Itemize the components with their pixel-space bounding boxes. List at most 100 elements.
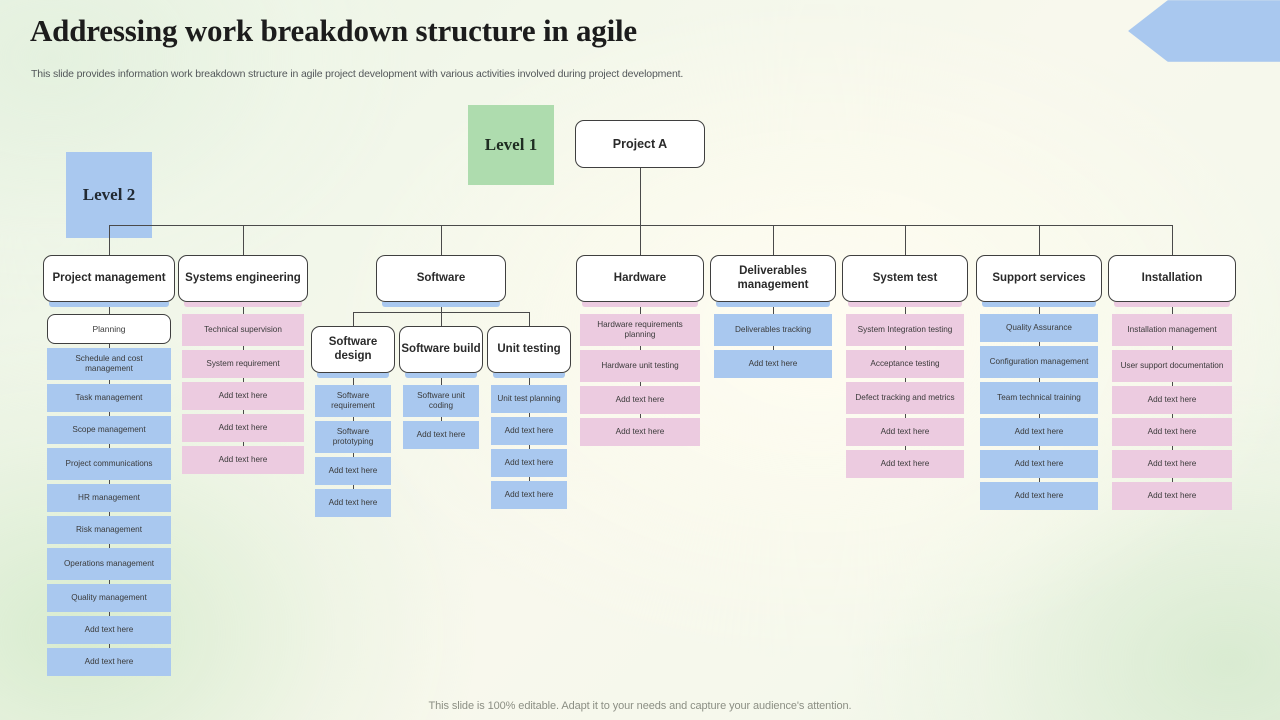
item-systems-engineering-3[interactable]: Add text here bbox=[182, 414, 304, 442]
connector-project-management-stitch-2 bbox=[109, 377, 110, 384]
connector-software-design-stitch-3 bbox=[353, 482, 354, 489]
connector-root-drop bbox=[640, 168, 641, 225]
item-hardware-2[interactable]: Add text here bbox=[580, 386, 700, 414]
connector-software-drop bbox=[441, 307, 442, 312]
item-project-management-0[interactable]: Planning bbox=[47, 314, 171, 344]
connector-project-management-stitch-1 bbox=[109, 341, 110, 348]
node-shadow-systems-engineering bbox=[184, 302, 302, 307]
connector-software-design-head bbox=[353, 378, 354, 385]
item-project-management-8[interactable]: Quality management bbox=[47, 584, 171, 612]
connector-project-management-stitch-7 bbox=[109, 541, 110, 548]
node-support-services[interactable]: Support services bbox=[976, 255, 1102, 302]
item-system-test-1[interactable]: Acceptance testing bbox=[846, 350, 964, 378]
connector-system-test-stitch-1 bbox=[905, 343, 906, 350]
connector-support-services-head bbox=[1039, 307, 1040, 314]
connector-project-management-stitch-10 bbox=[109, 641, 110, 648]
node-shadow-hardware bbox=[582, 302, 698, 307]
item-project-management-5[interactable]: HR management bbox=[47, 484, 171, 512]
item-software-design-1[interactable]: Software prototyping bbox=[315, 421, 391, 453]
node-software-group[interactable]: Software bbox=[376, 255, 506, 302]
connector-unit-testing-stitch-1 bbox=[529, 410, 530, 417]
item-project-management-4[interactable]: Project communications bbox=[47, 448, 171, 480]
item-installation-1[interactable]: User support documentation bbox=[1112, 350, 1232, 382]
item-support-services-0[interactable]: Quality Assurance bbox=[980, 314, 1098, 342]
node-software-design[interactable]: Software design bbox=[311, 326, 395, 373]
node-shadow-software-group bbox=[382, 302, 500, 307]
connector-software-kid-0 bbox=[353, 312, 354, 326]
item-software-build-1[interactable]: Add text here bbox=[403, 421, 479, 449]
item-software-design-2[interactable]: Add text here bbox=[315, 457, 391, 485]
item-unit-testing-3[interactable]: Add text here bbox=[491, 481, 567, 509]
node-deliverables-management[interactable]: Deliverables management bbox=[710, 255, 836, 302]
node-shadow-project-management bbox=[49, 302, 169, 307]
item-systems-engineering-1[interactable]: System requirement bbox=[182, 350, 304, 378]
item-software-build-0[interactable]: Software unit coding bbox=[403, 385, 479, 417]
item-support-services-5[interactable]: Add text here bbox=[980, 482, 1098, 510]
item-project-management-2[interactable]: Task management bbox=[47, 384, 171, 412]
item-system-test-3[interactable]: Add text here bbox=[846, 418, 964, 446]
connector-systems-engineering-head bbox=[243, 307, 244, 314]
connector-project-management-stitch-3 bbox=[109, 409, 110, 416]
item-deliverables-management-1[interactable]: Add text here bbox=[714, 350, 832, 378]
node-software-build[interactable]: Software build bbox=[399, 326, 483, 373]
item-hardware-3[interactable]: Add text here bbox=[580, 418, 700, 446]
item-support-services-3[interactable]: Add text here bbox=[980, 418, 1098, 446]
item-project-management-1[interactable]: Schedule and cost management bbox=[47, 348, 171, 380]
node-installation[interactable]: Installation bbox=[1108, 255, 1236, 302]
connector-system-test-stitch-4 bbox=[905, 443, 906, 450]
item-support-services-4[interactable]: Add text here bbox=[980, 450, 1098, 478]
connector-branch-drop-6 bbox=[1039, 225, 1040, 255]
item-support-services-2[interactable]: Team technical training bbox=[980, 382, 1098, 414]
item-installation-5[interactable]: Add text here bbox=[1112, 482, 1232, 510]
connector-systems-engineering-stitch-4 bbox=[243, 439, 244, 446]
item-deliverables-management-0[interactable]: Deliverables tracking bbox=[714, 314, 832, 346]
connector-software-build-head bbox=[441, 378, 442, 385]
connector-project-management-stitch-9 bbox=[109, 609, 110, 616]
item-hardware-0[interactable]: Hardware requirements planning bbox=[580, 314, 700, 346]
footer-note: This slide is 100% editable. Adapt it to… bbox=[428, 700, 852, 712]
item-systems-engineering-2[interactable]: Add text here bbox=[182, 382, 304, 410]
item-software-design-3[interactable]: Add text here bbox=[315, 489, 391, 517]
connector-systems-engineering-stitch-1 bbox=[243, 343, 244, 350]
connector-installation-stitch-2 bbox=[1172, 379, 1173, 386]
item-systems-engineering-4[interactable]: Add text here bbox=[182, 446, 304, 474]
item-system-test-0[interactable]: System Integration testing bbox=[846, 314, 964, 346]
connector-support-services-stitch-2 bbox=[1039, 375, 1040, 382]
node-unit-testing[interactable]: Unit testing bbox=[487, 326, 571, 373]
legend-level-1: Level 1 bbox=[468, 105, 554, 185]
connector-software-kid-2 bbox=[529, 312, 530, 326]
item-systems-engineering-0[interactable]: Technical supervision bbox=[182, 314, 304, 346]
item-project-management-10[interactable]: Add text here bbox=[47, 648, 171, 676]
connector-installation-head bbox=[1172, 307, 1173, 314]
connector-branch-drop-0 bbox=[109, 225, 110, 255]
connector-software-build-stitch-1 bbox=[441, 414, 442, 421]
item-support-services-1[interactable]: Configuration management bbox=[980, 346, 1098, 378]
item-installation-2[interactable]: Add text here bbox=[1112, 386, 1232, 414]
item-unit-testing-2[interactable]: Add text here bbox=[491, 449, 567, 477]
item-project-management-9[interactable]: Add text here bbox=[47, 616, 171, 644]
connector-project-management-stitch-8 bbox=[109, 577, 110, 584]
item-project-management-7[interactable]: Operations management bbox=[47, 548, 171, 580]
item-unit-testing-0[interactable]: Unit test planning bbox=[491, 385, 567, 413]
item-unit-testing-1[interactable]: Add text here bbox=[491, 417, 567, 445]
item-hardware-1[interactable]: Hardware unit testing bbox=[580, 350, 700, 382]
node-shadow-software-design bbox=[317, 373, 389, 378]
item-installation-3[interactable]: Add text here bbox=[1112, 418, 1232, 446]
connector-branch-drop-2 bbox=[441, 225, 442, 255]
item-software-design-0[interactable]: Software requirement bbox=[315, 385, 391, 417]
node-systems-engineering[interactable]: Systems engineering bbox=[178, 255, 308, 302]
connector-support-services-stitch-1 bbox=[1039, 339, 1040, 346]
item-system-test-2[interactable]: Defect tracking and metrics bbox=[846, 382, 964, 414]
item-installation-0[interactable]: Installation management bbox=[1112, 314, 1232, 346]
node-project-management[interactable]: Project management bbox=[43, 255, 175, 302]
connector-system-test-stitch-3 bbox=[905, 411, 906, 418]
item-project-management-6[interactable]: Risk management bbox=[47, 516, 171, 544]
item-system-test-4[interactable]: Add text here bbox=[846, 450, 964, 478]
connector-unit-testing-stitch-3 bbox=[529, 474, 530, 481]
node-hardware[interactable]: Hardware bbox=[576, 255, 704, 302]
item-project-management-3[interactable]: Scope management bbox=[47, 416, 171, 444]
item-installation-4[interactable]: Add text here bbox=[1112, 450, 1232, 478]
node-project-a[interactable]: Project A bbox=[575, 120, 705, 168]
node-system-test[interactable]: System test bbox=[842, 255, 968, 302]
